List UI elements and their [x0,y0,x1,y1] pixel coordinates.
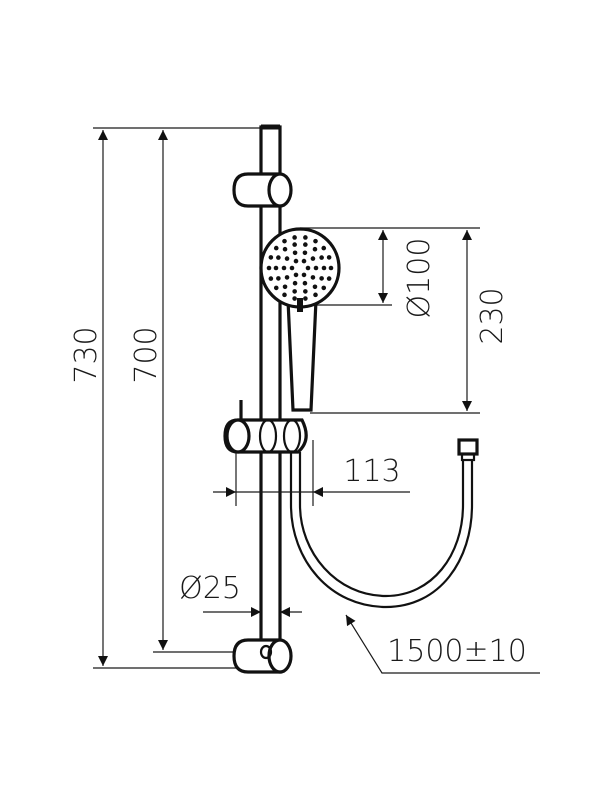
nozzle-dot [284,256,290,261]
nozzle-dot [282,292,287,298]
nozzle-dot [268,255,274,260]
leader-hose [345,614,540,674]
nozzle-dot [293,272,299,278]
nozzle-dot [282,238,287,244]
nozzle-dot [328,265,334,271]
nozzle-dot [305,265,311,271]
dim-hose-length-label: 1500±10 [387,634,527,669]
nozzle-dot [313,265,319,271]
nozzle-dot [321,265,327,271]
nozzle-dot [319,276,324,281]
top-wall-bracket [232,172,293,208]
bottom-wall-bracket [232,638,293,674]
nozzle-dot [301,272,307,278]
nozzle-dot [292,289,297,294]
nozzle-dot [303,289,308,294]
nozzle-dot [292,280,298,286]
nozzle-dot [281,265,287,271]
nozzle-dot [319,255,324,260]
nozzle-dot [292,242,297,247]
nozzle-dot [284,275,290,280]
nozzle-dot [292,296,297,301]
nozzle-dot [273,285,279,291]
dim-730-label: 730 [69,326,104,383]
nozzle-dot [266,265,272,271]
nozzle-dot [268,276,274,281]
nozzle-dot [276,276,281,281]
dim-head-diameter-label: Ø100 [402,238,437,319]
hand-shower [259,227,341,412]
dim-700-label: 700 [129,326,164,383]
sliding-bracket [223,400,308,454]
nozzle-dot [292,235,297,240]
dim-rail-diameter-label: Ø25 [179,571,241,606]
nozzle-dot [321,285,327,291]
nozzle-dot [303,296,308,301]
nozzle-dot [326,276,332,281]
nozzle-dot [310,256,316,261]
spray-nozzles [266,235,334,301]
nozzle-dot [273,265,279,271]
dim-230-label: 230 [475,287,510,344]
nozzle-dot [292,250,298,256]
nozzle-dot [303,235,308,240]
nozzle-dot [326,255,332,260]
nozzle-dot [302,280,308,286]
nozzle-dot [301,258,307,264]
shower-hose [289,438,479,609]
nozzle-dot [282,284,288,290]
nozzle-dot [273,245,279,251]
nozzle-dot [312,284,318,290]
nozzle-dot [276,255,281,260]
nozzle-dot [321,245,327,251]
nozzle-dot [303,242,308,247]
nozzle-dot [313,238,318,244]
nozzle-dot [313,292,318,298]
nozzle-dot [312,246,318,252]
dim-113-label: 113 [343,454,400,489]
nozzle-dot [310,275,316,280]
nozzle-dot [302,250,308,256]
nozzle-dot [282,246,288,252]
nozzle-dot [289,265,295,271]
nozzle-dot [293,258,299,264]
